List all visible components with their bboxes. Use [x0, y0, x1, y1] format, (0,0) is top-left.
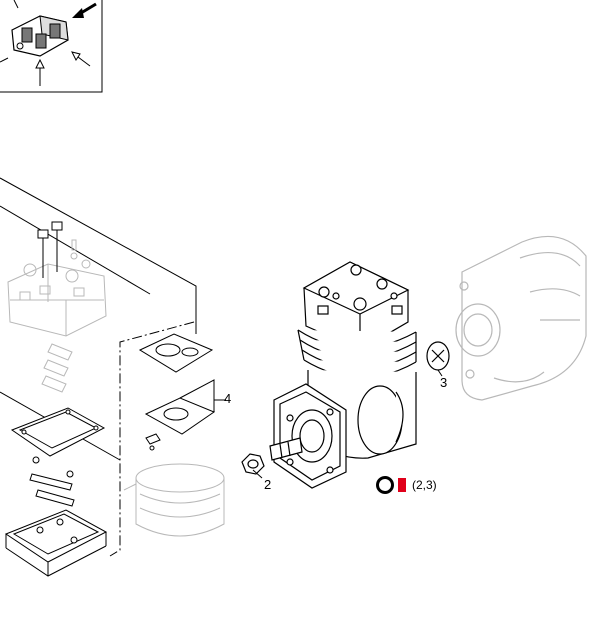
valve-plate-upper	[10, 407, 106, 457]
reed-valve	[29, 456, 75, 507]
inset-arrow-up	[35, 58, 45, 86]
o-ring-icon	[376, 476, 394, 494]
replacement-legend: (2,3)	[376, 476, 437, 494]
inset-arrow-bold	[72, 2, 97, 18]
head-screw-left	[37, 229, 49, 278]
drive-key-part	[426, 341, 450, 371]
inset-arrow-diag	[71, 51, 91, 67]
small-fitting-ghost	[70, 239, 78, 260]
small-gaskets-ghost	[41, 343, 73, 393]
callout-part-2: 2	[264, 477, 272, 492]
inset-compressor-icon	[11, 15, 69, 57]
cylinder-head-ghost	[7, 259, 107, 337]
gasket-group-bracket	[109, 321, 195, 557]
head-screw-right	[51, 221, 63, 272]
drive-unit-ghost	[455, 235, 587, 401]
callout-part-3: 3	[440, 375, 448, 390]
cylinder-gasket	[144, 379, 226, 435]
inset-arrow-top	[13, 0, 19, 9]
inset-arrow-left	[0, 57, 9, 63]
legend-text: (2,3)	[412, 478, 437, 492]
cylinder-block-ghost	[123, 463, 225, 537]
inset-thumbnail	[0, 0, 103, 93]
callout-part-4: 4	[224, 391, 232, 406]
callout-leaders	[252, 369, 443, 479]
red-square-icon	[398, 478, 406, 492]
shaft-nut	[241, 453, 265, 475]
head-gasket	[138, 333, 214, 373]
valve-plate-lower	[4, 509, 108, 577]
clip-part	[145, 433, 161, 451]
air-compressor	[269, 261, 417, 489]
